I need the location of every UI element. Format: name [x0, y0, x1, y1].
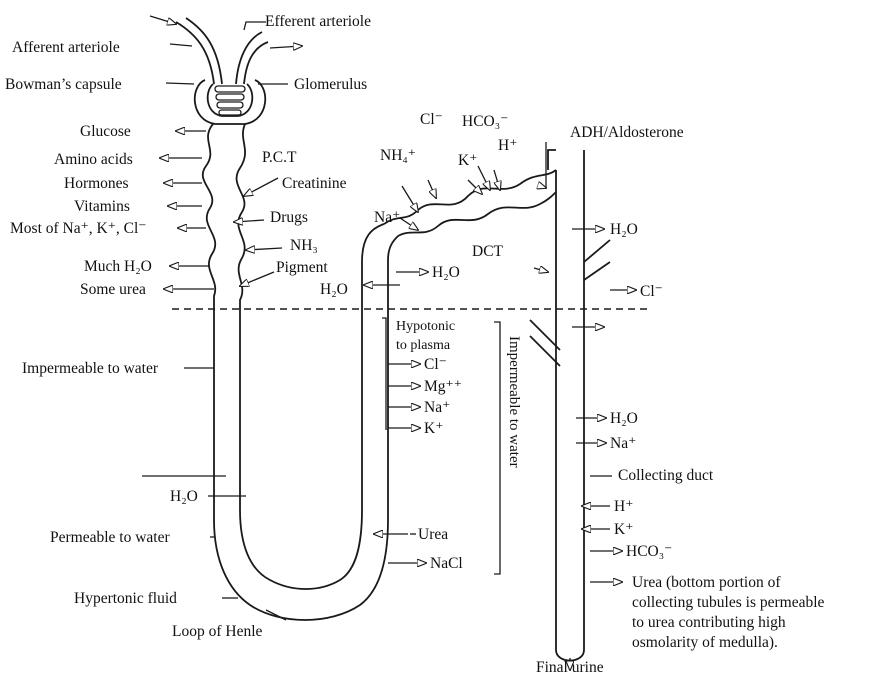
label-cl-asc: Cl⁻	[424, 356, 447, 373]
label-hypertonic-fluid: Hypertonic fluid	[74, 590, 177, 607]
label-h-cd: H⁺	[614, 498, 633, 515]
label-h2o-cd-top: H₂O	[610, 221, 638, 238]
label-glomerulus: Glomerulus	[294, 76, 367, 93]
label-drugs: Drugs	[270, 209, 308, 226]
label-some-urea: Some urea	[80, 281, 146, 298]
label-na-asc: Na⁺	[424, 399, 450, 416]
label-efferent-arteriole: Efferent arteriole	[265, 13, 371, 30]
label-hco3-cd: HCO₃⁻	[626, 543, 672, 560]
label-urea-note-2: collecting tubules is permeable	[632, 594, 825, 611]
label-cl-cd: Cl⁻	[640, 283, 663, 300]
label-glucose: Glucose	[80, 123, 131, 140]
label-nh3: NH₃	[290, 237, 318, 254]
label-h2o-desc: H₂O	[170, 488, 198, 505]
label-urea-note-3: to urea contributing high	[632, 614, 786, 631]
label-h2o-dct-out: H₂O	[320, 281, 348, 298]
label-hypotonic-2: to plasma	[396, 338, 451, 353]
label-urea-note-4: osmolarity of medulla).	[632, 634, 778, 651]
label-final-urine: Final urine	[536, 659, 604, 676]
label-loop-of-henle: Loop of Henle	[172, 623, 263, 640]
label-most-of-na: Most of Na⁺, K⁺, Cl⁻	[10, 220, 147, 237]
label-hormones: Hormones	[64, 175, 129, 192]
hypotonic-bracket	[382, 318, 386, 430]
label-mg: Mg⁺⁺	[424, 378, 462, 395]
label-dct: DCT	[472, 243, 504, 260]
label-hypotonic-1: Hypotonic	[396, 319, 455, 334]
label-vitamins: Vitamins	[74, 198, 130, 215]
label-cl-top: Cl⁻	[420, 111, 443, 128]
label-afferent-arteriole: Afferent arteriole	[12, 39, 120, 56]
label-h-top: H⁺	[498, 137, 517, 154]
impermeable-bracket	[494, 322, 500, 574]
label-permeable-to-water: Permeable to water	[50, 529, 170, 546]
label-impermeable-to-water: Impermeable to water	[22, 360, 159, 377]
label-h2o-dct-in: H₂O	[432, 264, 460, 281]
label-amino-acids: Amino acids	[54, 151, 133, 168]
label-pct: P.C.T	[262, 149, 297, 166]
label-pigment: Pigment	[276, 259, 328, 276]
label-na-top: Na⁺	[374, 209, 400, 226]
label-bowmans-capsule: Bowman’s capsule	[5, 76, 122, 93]
label-adh: ADH/Aldosterone	[570, 124, 684, 141]
label-h2o-cd: H₂O	[610, 410, 638, 427]
label-na-cd: Na⁺	[610, 435, 636, 452]
pct-shape	[203, 124, 245, 310]
label-nh4: NH₄⁺	[380, 147, 416, 164]
label-k-asc: K⁺	[424, 420, 443, 437]
label-collecting-duct: Collecting duct	[618, 467, 714, 484]
label-k-cd: K⁺	[614, 521, 633, 538]
glomerulus-shape	[215, 86, 245, 115]
label-nacl: NaCl	[430, 555, 463, 572]
label-creatinine: Creatinine	[282, 175, 347, 192]
dct-shape	[384, 170, 556, 236]
label-much-h2o: Much H₂O	[84, 258, 152, 275]
label-k-top: K⁺	[458, 152, 477, 169]
label-urea-asc: Urea	[418, 526, 448, 543]
label-urea-note-1: Urea (bottom portion of	[632, 574, 781, 591]
label-impermeable-vertical: Impermeable to water	[506, 336, 522, 468]
collecting-duct-shape	[530, 150, 610, 670]
label-hco3-top: HCO₃⁻	[462, 113, 508, 130]
